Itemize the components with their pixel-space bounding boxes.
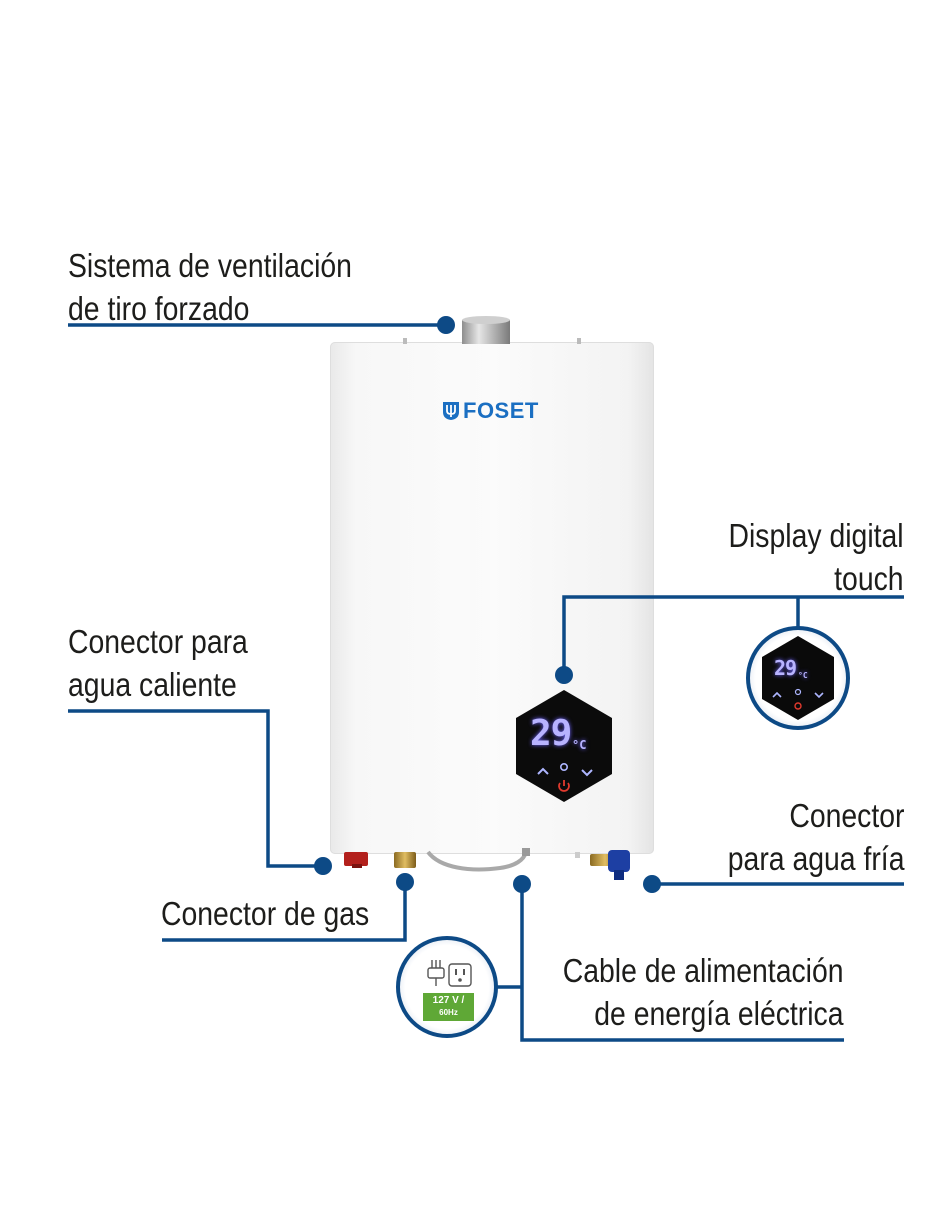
ventilation-label-line2: de tiro forzado [68, 290, 250, 327]
ventilation-label-line1: Sistema de ventilación [68, 247, 352, 284]
hot-water-label: Conector para agua caliente [68, 620, 248, 706]
plug-icon [427, 960, 445, 986]
cold-water-label-line1: Conector [788, 797, 904, 834]
brand-logo: FOSET [442, 398, 539, 424]
outlet-icon [448, 963, 472, 987]
power-outlet-badge [396, 936, 498, 1038]
power-label-line1: Cable de alimentación [563, 952, 844, 989]
temperature-readout: 29 [530, 713, 572, 754]
voltage-text: 127 V / [432, 995, 465, 1006]
display-callout-line [562, 595, 904, 675]
power-label-line2: de energía eléctrica [594, 995, 844, 1032]
temperature-unit: °C [572, 738, 587, 752]
hot-water-callout-line [68, 709, 323, 868]
power-label: Cable de alimentación de energía eléctri… [563, 949, 844, 1035]
callout-dots [314, 316, 661, 893]
power-cable [426, 848, 530, 872]
display-label: Display digital touch [729, 514, 904, 600]
brand-name: FOSET [463, 398, 539, 423]
zoom-temperature-unit: °C [798, 671, 808, 680]
gas-callout-line [162, 882, 407, 942]
chevron-down-icon[interactable] [581, 769, 593, 777]
cold-water-label-line2: para agua fría [727, 840, 904, 877]
brand-shield-icon [443, 402, 459, 420]
zoom-power-icon [794, 702, 802, 710]
hot-water-label-line1: Conector para [68, 623, 248, 660]
frequency-text: 60Hz [439, 1008, 458, 1017]
gas-label: Conector de gas [161, 892, 369, 935]
gas-label-line1: Conector de gas [161, 895, 370, 932]
cold-water-label: Conector para agua fría [727, 794, 904, 880]
hot-water-label-line2: agua caliente [68, 666, 237, 703]
gear-icon[interactable] [559, 763, 568, 772]
vent-pipe [462, 316, 510, 344]
power-icon[interactable] [558, 780, 570, 792]
display-zoom-circle [746, 626, 850, 730]
display-label-line2: touch [834, 560, 904, 597]
cold-water-connector [590, 850, 630, 880]
power-callout-line [520, 884, 844, 1042]
zoom-chevron-down-icon [814, 692, 824, 699]
ventilation-label: Sistema de ventilación de tiro forzado [68, 244, 352, 330]
display-label-line1: Display digital [728, 517, 904, 554]
zoom-gear-icon [794, 688, 802, 696]
chevron-up-icon[interactable] [537, 767, 549, 775]
digital-display-panel [516, 690, 612, 802]
hot-water-connector [344, 852, 368, 868]
gas-connector [394, 852, 416, 868]
callout-lines [68, 323, 904, 1042]
voltage-tag [423, 993, 474, 1021]
zoom-temperature-readout: 29 [774, 656, 797, 680]
zoom-chevron-up-icon [772, 691, 782, 698]
